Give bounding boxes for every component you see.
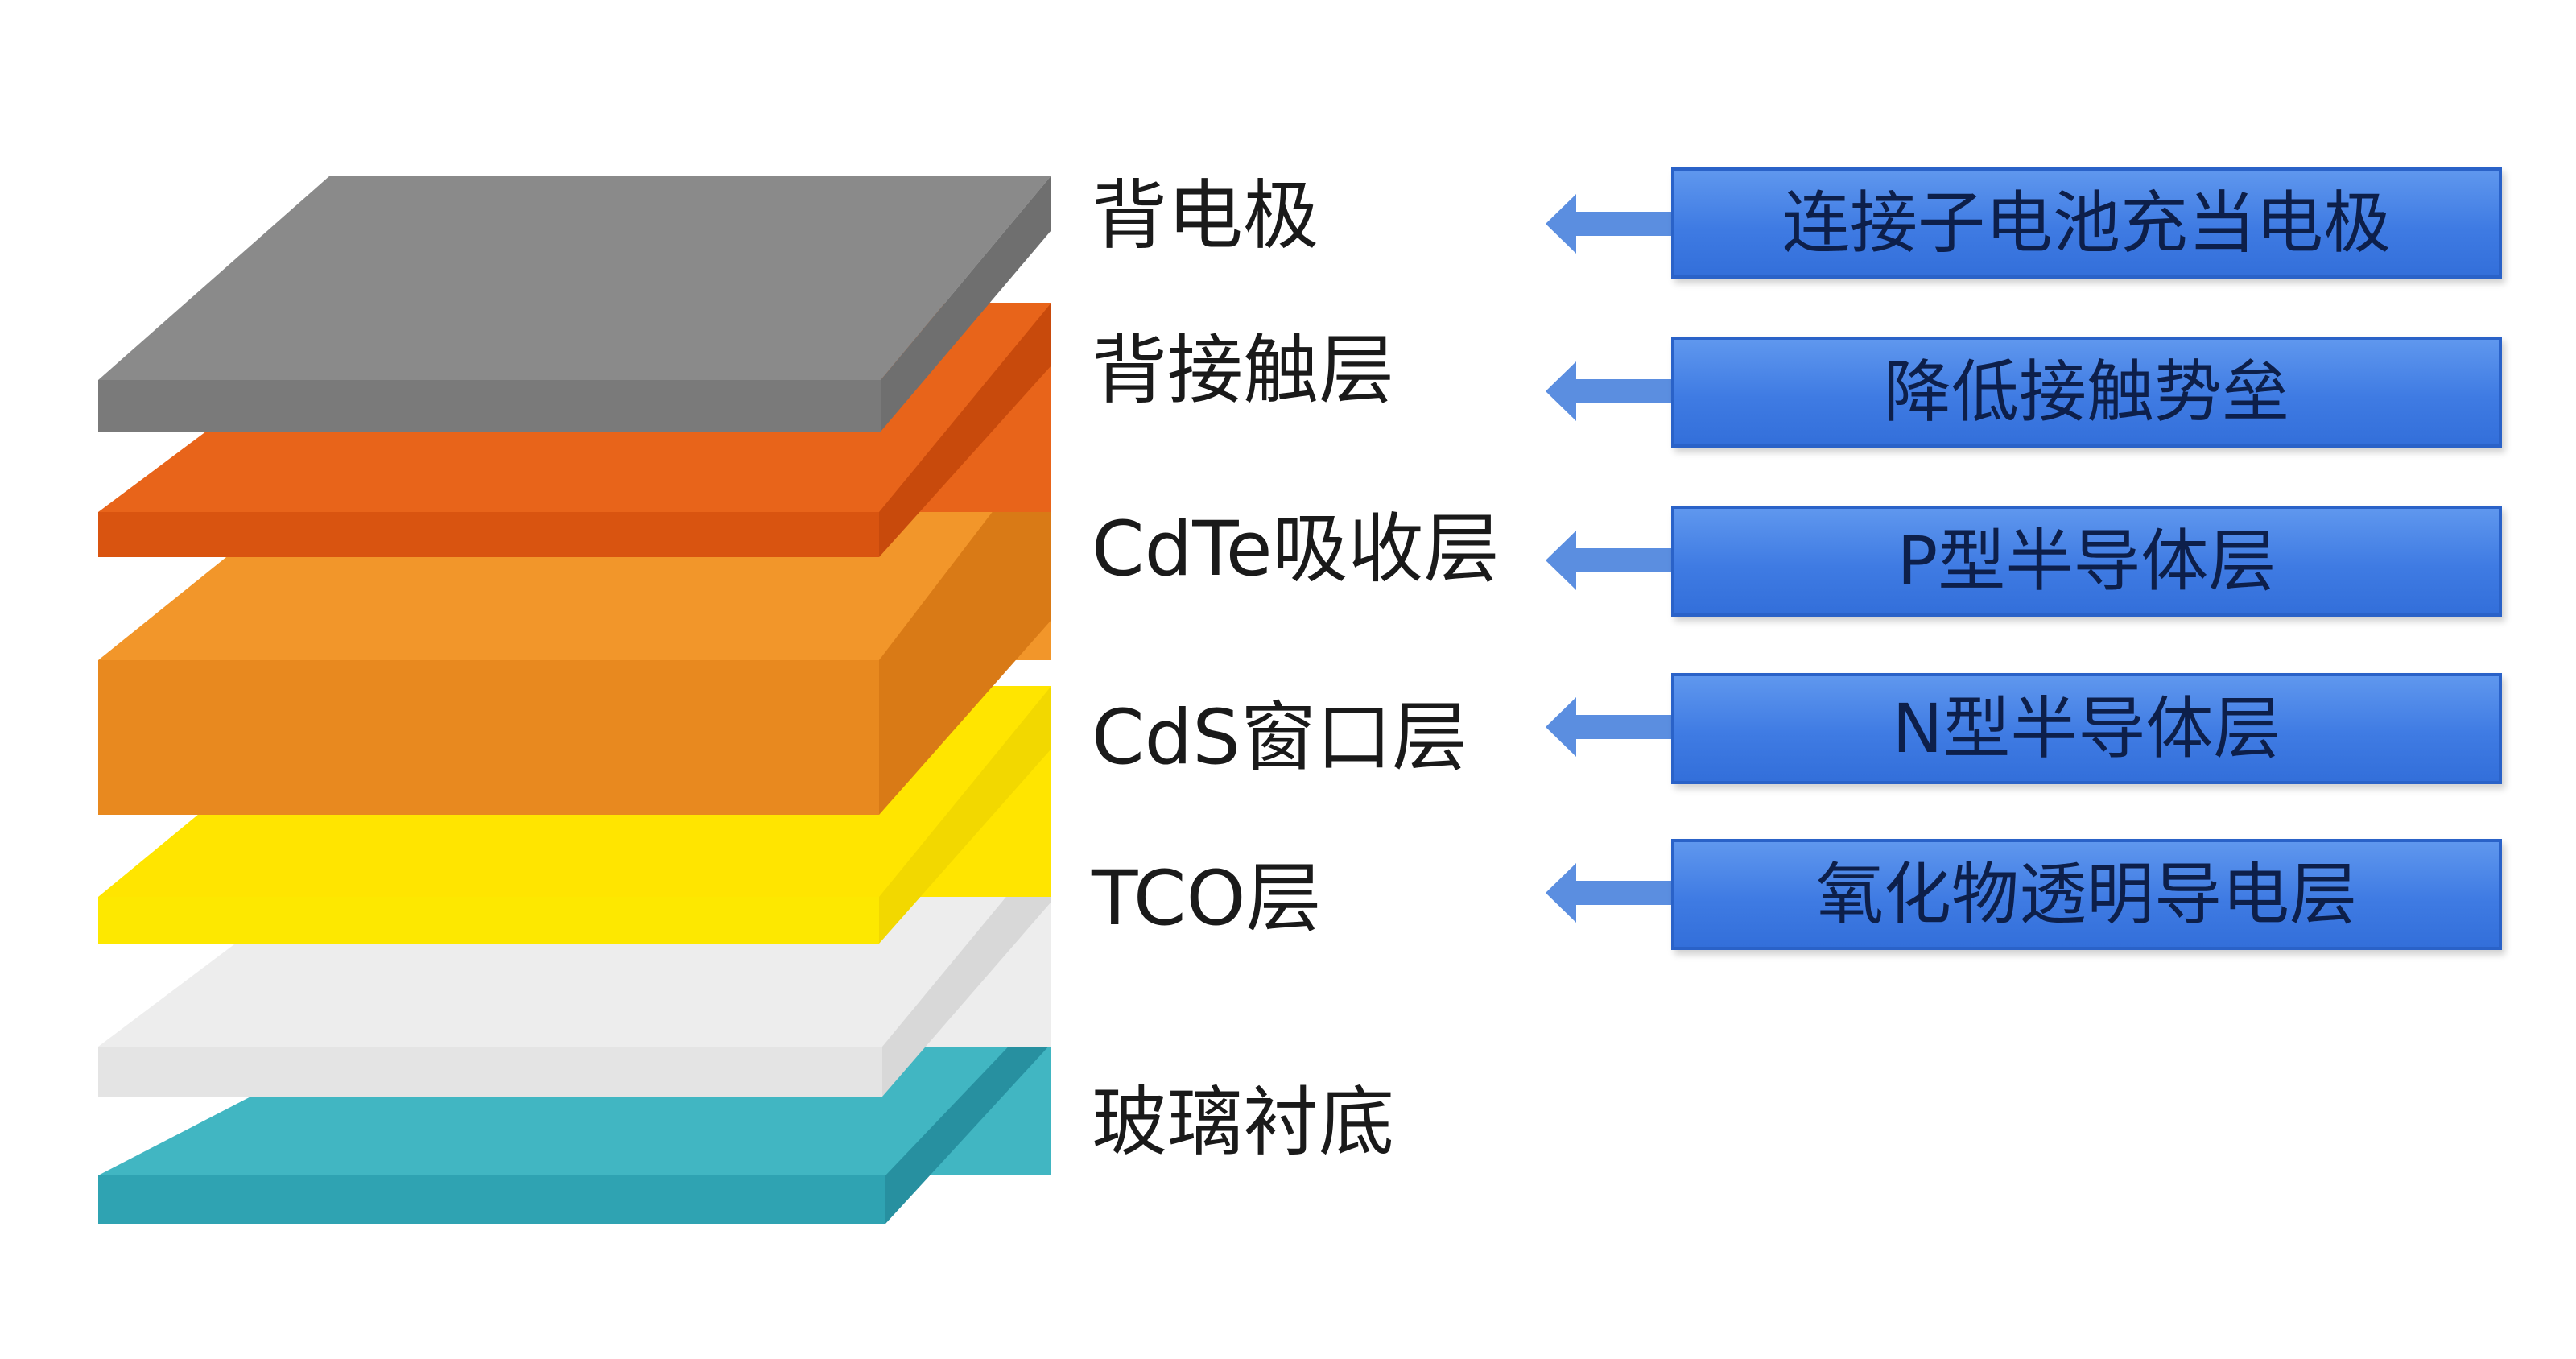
arrow-left-icon bbox=[1546, 697, 1674, 757]
cds-side-face bbox=[879, 686, 1051, 944]
arrow-left-icon bbox=[1546, 531, 1674, 590]
back-electrode-front-face bbox=[98, 380, 881, 432]
arrow-left-icon bbox=[1546, 863, 1674, 923]
arrow-left-icon bbox=[1546, 361, 1674, 421]
glass-substrate-side-face bbox=[886, 1002, 1051, 1224]
cdte-side-face bbox=[879, 435, 1051, 815]
label-back-contact: 背接触层 bbox=[1092, 327, 1395, 415]
cds-front-face bbox=[98, 897, 879, 944]
description-text: P型半导体层 bbox=[1897, 522, 2277, 601]
tco-side-face bbox=[882, 842, 1051, 1097]
back-contact-front-face bbox=[98, 512, 879, 557]
back-electrode-side-face bbox=[881, 176, 1051, 432]
arrow-left-icon bbox=[1546, 194, 1674, 254]
label-tco: TCO层 bbox=[1092, 855, 1322, 943]
description-box-back-electrode: 连接子电池充当电极 bbox=[1671, 167, 2502, 279]
description-box-back-contact: 降低接触势垒 bbox=[1671, 337, 2502, 448]
description-text: N型半导体层 bbox=[1892, 689, 2281, 768]
description-text: 氧化物透明导电层 bbox=[1815, 855, 2357, 934]
back-electrode-top-face bbox=[98, 176, 1051, 380]
label-back-electrode: 背电极 bbox=[1092, 172, 1319, 260]
label-glass-substrate: 玻璃衬底 bbox=[1092, 1079, 1395, 1167]
tco-front-face bbox=[98, 1047, 882, 1097]
cdte-front-face bbox=[98, 660, 879, 815]
back-contact-side-face bbox=[879, 303, 1051, 557]
label-cdte-absorber: CdTe吸收层 bbox=[1092, 506, 1500, 593]
description-text: 连接子电池充当电极 bbox=[1781, 184, 2391, 262]
description-box-cds-window: N型半导体层 bbox=[1671, 673, 2502, 784]
description-text: 降低接触势垒 bbox=[1883, 353, 2289, 432]
layer-back-electrode bbox=[98, 176, 1051, 432]
description-box-tco: 氧化物透明导电层 bbox=[1671, 839, 2502, 950]
label-cds-window: CdS窗口层 bbox=[1092, 694, 1468, 782]
description-box-cdte-absorber: P型半导体层 bbox=[1671, 506, 2502, 617]
glass-substrate-front-face bbox=[98, 1175, 886, 1224]
